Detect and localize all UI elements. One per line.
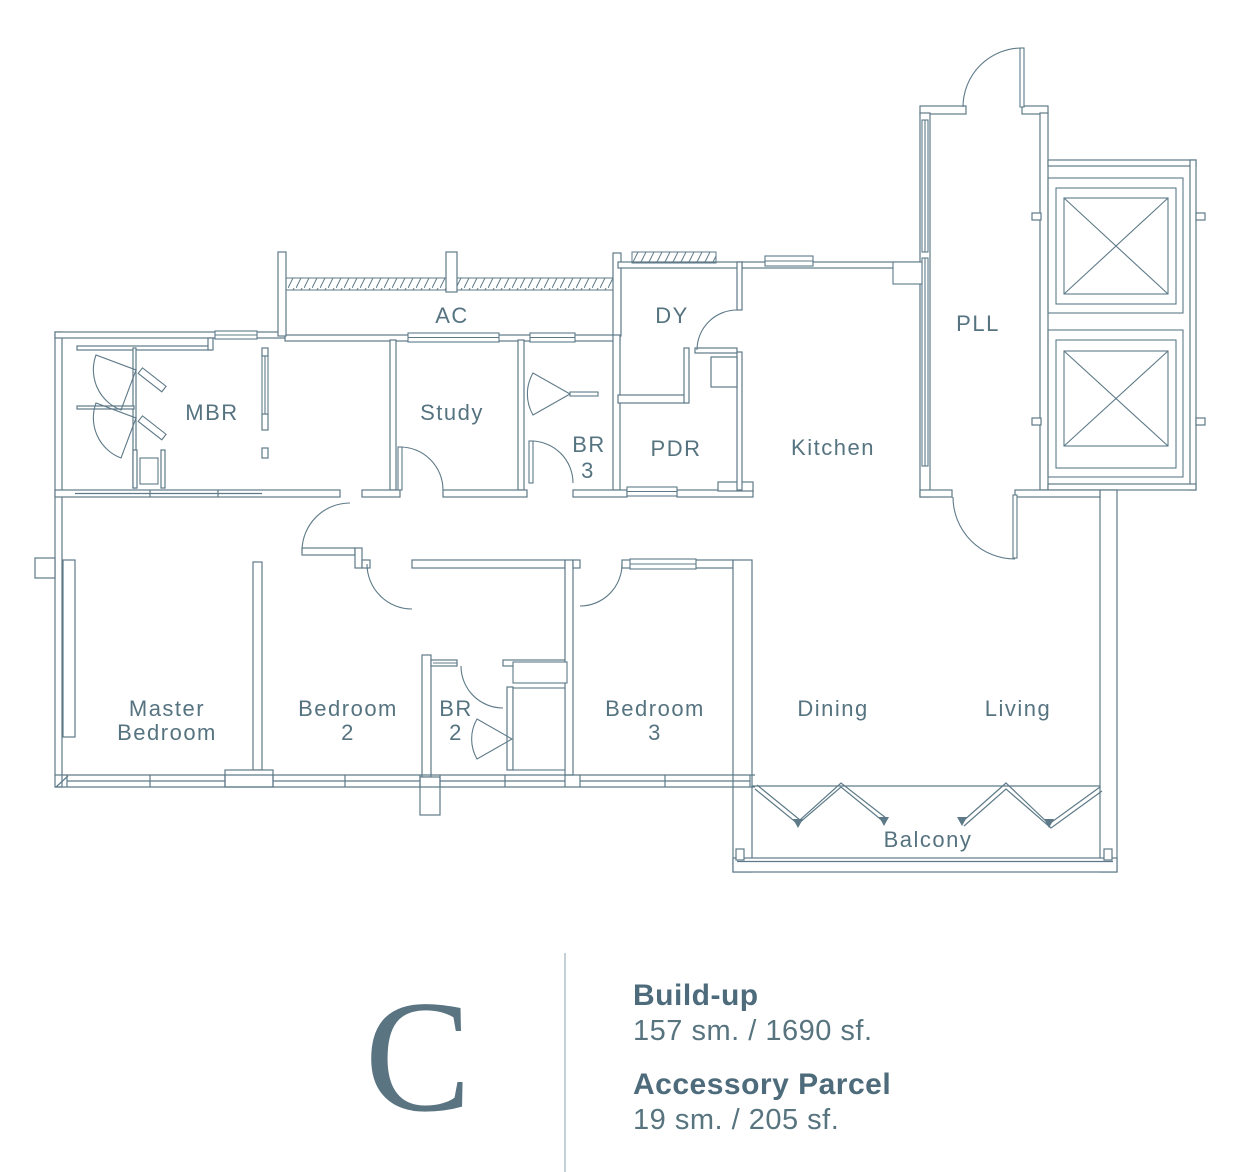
folding-door-right: [957, 782, 1103, 829]
label-bedroom3-line1: Bedroom: [605, 696, 705, 721]
ac-hatch-ledges: [285, 251, 717, 291]
label-bedroom2-line1: Bedroom: [298, 696, 398, 721]
door-foyer: [301, 502, 351, 552]
label-dining: Dining: [797, 696, 868, 721]
window-bedroom3-top: [629, 558, 697, 570]
label-bedroom2-line2: 2: [341, 720, 355, 745]
window-mbr-top: [214, 330, 258, 340]
elevator-shafts: [1047, 177, 1184, 478]
label-master-line2: Bedroom: [117, 720, 217, 745]
label-balcony: Balcony: [884, 827, 973, 852]
door-bedroom2: [366, 563, 413, 610]
br2-shower-stall: [512, 687, 566, 771]
label-br3-line2: 3: [581, 458, 595, 483]
kitchen-duct-box: [892, 261, 923, 285]
window-kitchen-top: [764, 255, 814, 267]
buildup-label: Build-up: [633, 979, 759, 1012]
label-bedroom3-line2: 3: [648, 720, 662, 745]
window-study-top-2: [529, 332, 576, 343]
label-br2-line2: 2: [449, 720, 463, 745]
windows: [214, 119, 929, 664]
door-br3: [528, 440, 574, 484]
door-bedroom3: [579, 563, 623, 607]
accessory-label: Accessory Parcel: [633, 1068, 891, 1101]
door-dy: [696, 309, 738, 351]
label-master-line1: Master: [129, 696, 205, 721]
balcony-folding-doors: [737, 782, 1113, 863]
label-mbr: MBR: [185, 400, 238, 425]
label-pdr: PDR: [651, 436, 702, 461]
bottom-wall-windows: [55, 490, 755, 788]
door-br2: [460, 665, 504, 709]
window-pdr-bottom: [626, 486, 678, 497]
mbr-toilet: [139, 457, 159, 485]
legend: C Build-up 157 sm. / 1690 sf. Accessory …: [365, 953, 891, 1172]
label-br2-line1: BR: [439, 696, 473, 721]
folding-door-left: [754, 782, 889, 828]
br2-shower-fan: [471, 718, 514, 760]
br2-vanity: [512, 661, 568, 684]
unit-letter: C: [365, 967, 472, 1145]
label-pll: PLL: [956, 311, 1000, 336]
elevator-shaft-2: [1047, 329, 1184, 478]
walls: [34, 105, 1206, 873]
door-pll-bottom: [952, 494, 1018, 560]
label-study: Study: [420, 400, 484, 425]
br3-shower-fan: [526, 372, 599, 416]
label-ac: AC: [435, 303, 469, 328]
window-pll-west-1: [921, 119, 929, 253]
door-study: [397, 446, 444, 491]
label-br3-line1: BR: [572, 432, 606, 457]
label-kitchen: Kitchen: [791, 435, 875, 460]
accessory-value: 19 sm. / 205 sf.: [633, 1104, 839, 1136]
window-pll-west-2: [921, 257, 929, 467]
buildup-value: 157 sm. / 1690 sf.: [633, 1015, 873, 1047]
window-study-top-1: [407, 332, 500, 343]
mbr-bath-fan-1: [92, 354, 167, 411]
elevator-shaft-1: [1047, 177, 1184, 314]
door-pll-top: [962, 47, 1025, 108]
doors: [301, 47, 1025, 709]
bath-fixtures: [92, 354, 599, 771]
label-dy: DY: [655, 303, 689, 328]
mbr-bath-fan-2: [92, 402, 167, 459]
label-living: Living: [985, 696, 1051, 721]
window-mbr-right: [261, 355, 269, 415]
room-labels: AC MBR Study BR 3 DY PDR Kitchen PLL Mas…: [117, 303, 1051, 852]
